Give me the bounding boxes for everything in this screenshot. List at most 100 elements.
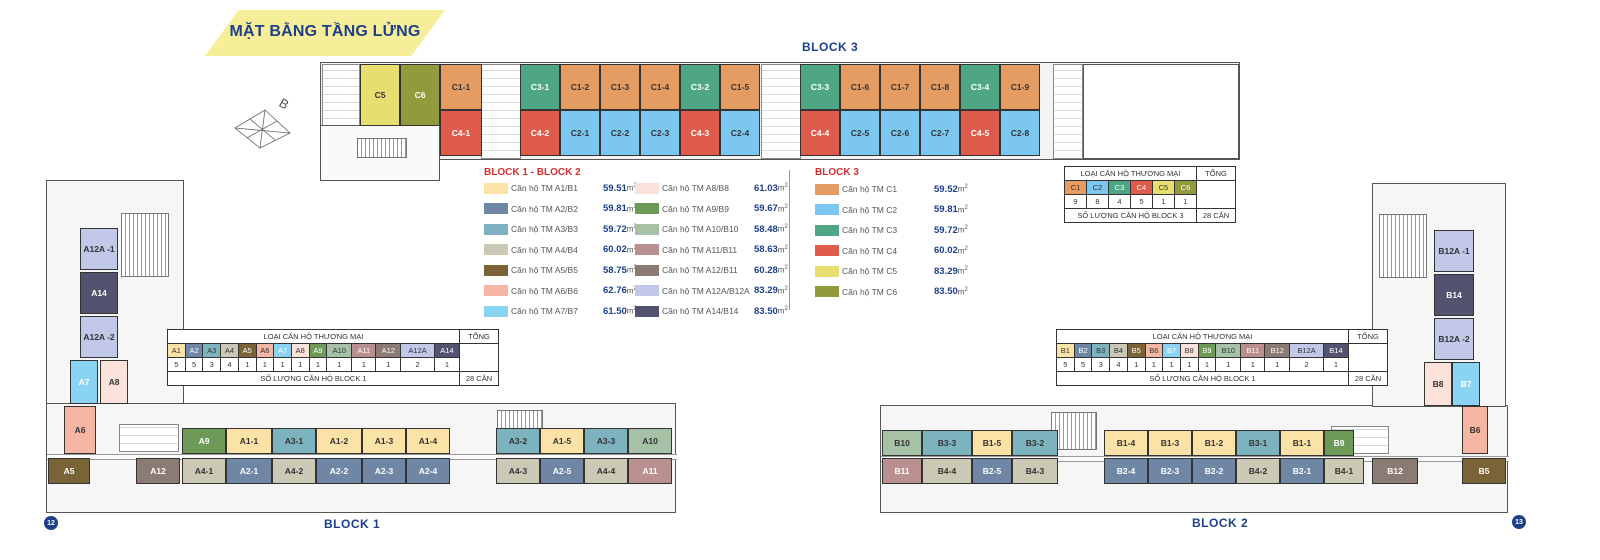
block2-unit-b10[interactable]: B10 xyxy=(882,430,922,456)
block2-unit-b2-2[interactable]: B2-2 xyxy=(1192,458,1236,484)
block1-unit-a3-3[interactable]: A3-3 xyxy=(584,428,628,454)
block1-unit-a12a-1[interactable]: A12A -1 xyxy=(80,228,118,270)
block1-unit-a4-3[interactable]: A4-3 xyxy=(496,458,540,484)
block3-unit-c1-1[interactable]: C1-1 xyxy=(440,64,482,110)
block1-unit-a4-4[interactable]: A4-4 xyxy=(584,458,628,484)
block3-unit-c3-4[interactable]: C3-4 xyxy=(960,64,1000,110)
legend-unit: m2 xyxy=(777,244,788,255)
block3-unit-c6[interactable]: C6 xyxy=(400,64,440,126)
block2-unit-b4-2[interactable]: B4-2 xyxy=(1236,458,1280,484)
legend-area: 59.81 xyxy=(934,204,958,215)
block3-unit-c2-2[interactable]: C2-2 xyxy=(600,110,640,156)
block2-unit-b2-3[interactable]: B2-3 xyxy=(1148,458,1192,484)
block1-unit-a4-1[interactable]: A4-1 xyxy=(182,458,226,484)
block2-unit-b8[interactable]: B8 xyxy=(1424,362,1452,406)
block2-unit-b12a-2[interactable]: B12A -2 xyxy=(1434,318,1474,360)
block1-unit-a3-2[interactable]: A3-2 xyxy=(496,428,540,454)
block3-unit-c2-4[interactable]: C2-4 xyxy=(720,110,760,156)
block2-unit-b12a-1[interactable]: B12A -1 xyxy=(1434,230,1474,272)
table-count-a9: 1 xyxy=(308,357,328,372)
block3-unit-c3-3[interactable]: C3-3 xyxy=(800,64,840,110)
table-type-a7: A7 xyxy=(273,343,292,358)
block1-unit-a5[interactable]: A5 xyxy=(48,458,90,484)
block3-unit-c3-1[interactable]: C3-1 xyxy=(520,64,560,110)
block3-unit-c5[interactable]: C5 xyxy=(360,64,400,126)
block2-unit-b3-2[interactable]: B3-2 xyxy=(1012,430,1058,456)
legend-area: 60.28 xyxy=(754,264,778,276)
block3-unit-c1-6[interactable]: C1-6 xyxy=(840,64,880,110)
block1-unit-a9[interactable]: A9 xyxy=(182,428,226,454)
block3-unit-c2-3[interactable]: C2-3 xyxy=(640,110,680,156)
block2-unit-b11[interactable]: B11 xyxy=(882,458,922,484)
block2-unit-b4-1[interactable]: B4-1 xyxy=(1324,458,1364,484)
block3-unit-c4-3[interactable]: C4-3 xyxy=(680,110,720,156)
block1-unit-a4-2[interactable]: A4-2 xyxy=(272,458,316,484)
block2-unit-b7[interactable]: B7 xyxy=(1452,362,1480,406)
block3-unit-c1-5[interactable]: C1-5 xyxy=(720,64,760,110)
block1-unit-a10[interactable]: A10 xyxy=(628,428,672,454)
block2-unit-b12[interactable]: B12 xyxy=(1372,458,1418,484)
block2-unit-b5[interactable]: B5 xyxy=(1462,458,1506,484)
block2-unit-b2-1[interactable]: B2-1 xyxy=(1280,458,1324,484)
block3-unit-c1-7[interactable]: C1-7 xyxy=(880,64,920,110)
block1-unit-a7[interactable]: A7 xyxy=(70,360,98,404)
block2-unit-b1-1[interactable]: B1-1 xyxy=(1280,430,1324,456)
table-type-c3: C3 xyxy=(1107,180,1131,195)
block1-unit-a1-1[interactable]: A1-1 xyxy=(226,428,272,454)
block1-unit-a2-5[interactable]: A2-5 xyxy=(540,458,584,484)
block2-unit-b14[interactable]: B14 xyxy=(1434,274,1474,316)
block1-unit-a2-2[interactable]: A2-2 xyxy=(316,458,362,484)
block2-unit-b6[interactable]: B6 xyxy=(1462,406,1488,454)
block2-unit-b1-3[interactable]: B1-3 xyxy=(1148,430,1192,456)
block1-unit-a6[interactable]: A6 xyxy=(64,406,96,454)
block1-unit-a2-4[interactable]: A2-4 xyxy=(406,458,450,484)
block3-unit-c4-2[interactable]: C4-2 xyxy=(520,110,560,156)
block2-unit-b4-4[interactable]: B4-4 xyxy=(922,458,972,484)
block3-unit-c2-5[interactable]: C2-5 xyxy=(840,110,880,156)
legend-unit: m2 xyxy=(777,203,788,214)
block2-unit-b1-4[interactable]: B1-4 xyxy=(1104,430,1148,456)
block3-unit-c4-1[interactable]: C4-1 xyxy=(440,110,482,156)
block3-unit-c1-8[interactable]: C1-8 xyxy=(920,64,960,110)
block2-unit-b2-4[interactable]: B2-4 xyxy=(1104,458,1148,484)
block1-unit-a11[interactable]: A11 xyxy=(628,458,672,484)
table-type-c4: C4 xyxy=(1129,180,1153,195)
block1-unit-a2-1[interactable]: A2-1 xyxy=(226,458,272,484)
block3-unit-c2-7[interactable]: C2-7 xyxy=(920,110,960,156)
legend-area: 61.50 xyxy=(603,305,627,317)
block2-unit-b1-5[interactable]: B1-5 xyxy=(972,430,1012,456)
block2-unit-b1-2[interactable]: B1-2 xyxy=(1192,430,1236,456)
block3-unit-c1-2[interactable]: C1-2 xyxy=(560,64,600,110)
block3-unit-c2-6[interactable]: C2-6 xyxy=(880,110,920,156)
table-total-header: TỔNG xyxy=(459,329,499,344)
legend-unit: m2 xyxy=(957,245,968,256)
block1-unit-a2-3[interactable]: A2-3 xyxy=(362,458,406,484)
block2-unit-b9[interactable]: B9 xyxy=(1324,430,1354,456)
block2-unit-b4-3[interactable]: B4-3 xyxy=(1012,458,1058,484)
block3-unit-c3-2[interactable]: C3-2 xyxy=(680,64,720,110)
block2-unit-b3-3[interactable]: B3-3 xyxy=(922,430,972,456)
block2-unit-b3-1[interactable]: B3-1 xyxy=(1236,430,1280,456)
block3-unit-c1-9[interactable]: C1-9 xyxy=(1000,64,1040,110)
legend-label: Căn hộ TM A12A/B12A xyxy=(662,285,750,296)
block2-unit-b2-5[interactable]: B2-5 xyxy=(972,458,1012,484)
block1-unit-a8[interactable]: A8 xyxy=(100,360,128,404)
block1-unit-a12a-2[interactable]: A12A -2 xyxy=(80,316,118,358)
block1-unit-a1-2[interactable]: A1-2 xyxy=(316,428,362,454)
block1-stair xyxy=(121,213,169,277)
block1-unit-a12[interactable]: A12 xyxy=(136,458,180,484)
block1-unit-a1-3[interactable]: A1-3 xyxy=(362,428,406,454)
block3-unit-c1-3[interactable]: C1-3 xyxy=(600,64,640,110)
legend-swatch xyxy=(635,264,659,276)
block3-unit-c4-4[interactable]: C4-4 xyxy=(800,110,840,156)
block1-unit-a14[interactable]: A14 xyxy=(80,272,118,314)
block1-unit-a3-1[interactable]: A3-1 xyxy=(272,428,316,454)
block1-unit-a1-5[interactable]: A1-5 xyxy=(540,428,584,454)
block3-unit-c1-4[interactable]: C1-4 xyxy=(640,64,680,110)
block1-unit-a1-4[interactable]: A1-4 xyxy=(406,428,450,454)
block3-unit-c2-1[interactable]: C2-1 xyxy=(560,110,600,156)
block3-unit-c2-8[interactable]: C2-8 xyxy=(1000,110,1040,156)
legend-swatch xyxy=(815,183,839,195)
block3-unit-c4-5[interactable]: C4-5 xyxy=(960,110,1000,156)
